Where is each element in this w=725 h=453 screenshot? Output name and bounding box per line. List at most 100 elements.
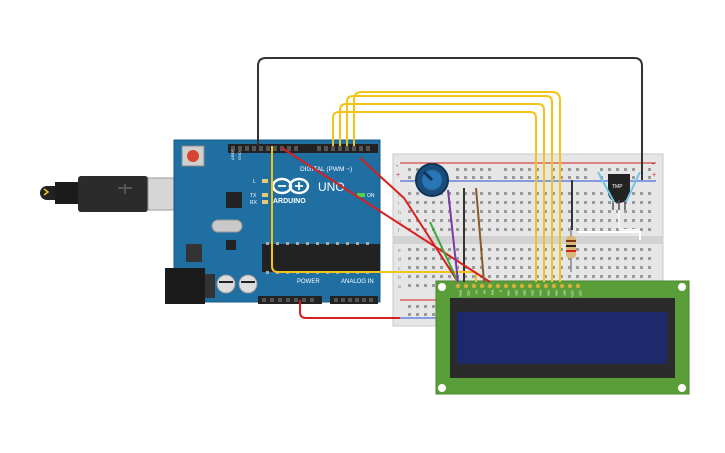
breadboard-hole[interactable] (624, 168, 627, 171)
breadboard-hole[interactable] (552, 275, 555, 278)
breadboard-hole[interactable] (592, 219, 595, 222)
breadboard-hole[interactable] (648, 168, 651, 171)
breadboard-hole[interactable] (600, 210, 603, 213)
breadboard-hole[interactable] (520, 176, 523, 179)
breadboard-hole[interactable] (416, 275, 419, 278)
breadboard-hole[interactable] (608, 275, 611, 278)
breadboard-hole[interactable] (472, 176, 475, 179)
breadboard-hole[interactable] (408, 201, 411, 204)
breadboard-hole[interactable] (560, 192, 563, 195)
breadboard-hole[interactable] (472, 266, 475, 269)
breadboard-hole[interactable] (456, 228, 459, 231)
breadboard-hole[interactable] (456, 210, 459, 213)
breadboard-hole[interactable] (592, 192, 595, 195)
breadboard-hole[interactable] (408, 210, 411, 213)
breadboard-hole[interactable] (512, 176, 515, 179)
breadboard-hole[interactable] (432, 257, 435, 260)
breadboard-hole[interactable] (536, 275, 539, 278)
breadboard-hole[interactable] (432, 266, 435, 269)
lcd-pin[interactable] (463, 283, 469, 289)
breadboard-hole[interactable] (584, 275, 587, 278)
lcd-pin[interactable] (551, 283, 557, 289)
breadboard-hole[interactable] (496, 266, 499, 269)
breadboard-hole[interactable] (440, 219, 443, 222)
breadboard-hole[interactable] (592, 248, 595, 251)
breadboard-hole[interactable] (504, 257, 507, 260)
breadboard-hole[interactable] (632, 176, 635, 179)
breadboard-hole[interactable] (464, 257, 467, 260)
breadboard-hole[interactable] (568, 257, 571, 260)
breadboard-hole[interactable] (560, 176, 563, 179)
breadboard-hole[interactable] (584, 248, 587, 251)
breadboard-hole[interactable] (464, 248, 467, 251)
breadboard-hole[interactable] (536, 201, 539, 204)
breadboard-hole[interactable] (496, 210, 499, 213)
breadboard-hole[interactable] (440, 248, 443, 251)
breadboard-hole[interactable] (544, 228, 547, 231)
breadboard-hole[interactable] (560, 266, 563, 269)
breadboard-hole[interactable] (616, 257, 619, 260)
breadboard-hole[interactable] (624, 275, 627, 278)
breadboard-hole[interactable] (544, 248, 547, 251)
breadboard-hole[interactable] (448, 219, 451, 222)
breadboard-hole[interactable] (640, 257, 643, 260)
breadboard-hole[interactable] (448, 248, 451, 251)
power-jack[interactable] (165, 268, 205, 304)
breadboard-hole[interactable] (576, 168, 579, 171)
breadboard-hole[interactable] (464, 201, 467, 204)
breadboard-hole[interactable] (592, 201, 595, 204)
breadboard-hole[interactable] (432, 201, 435, 204)
breadboard-hole[interactable] (448, 228, 451, 231)
analog-header[interactable] (330, 296, 378, 304)
breadboard-hole[interactable] (584, 228, 587, 231)
breadboard-hole[interactable] (568, 275, 571, 278)
breadboard-hole[interactable] (584, 257, 587, 260)
breadboard-hole[interactable] (504, 266, 507, 269)
breadboard-hole[interactable] (496, 201, 499, 204)
breadboard-hole[interactable] (424, 219, 427, 222)
breadboard-hole[interactable] (488, 210, 491, 213)
breadboard-hole[interactable] (608, 266, 611, 269)
arduino-uno-board[interactable]: DIGITAL (PWM ~) AREF GND ARDUINO UNO ON … (165, 139, 381, 304)
breadboard-hole[interactable] (560, 201, 563, 204)
breadboard-hole[interactable] (536, 228, 539, 231)
breadboard-hole[interactable] (480, 210, 483, 213)
breadboard-hole[interactable] (408, 266, 411, 269)
breadboard-hole[interactable] (488, 192, 491, 195)
breadboard-hole[interactable] (424, 284, 427, 287)
breadboard-hole[interactable] (536, 168, 539, 171)
breadboard-hole[interactable] (568, 201, 571, 204)
breadboard-hole[interactable] (544, 275, 547, 278)
breadboard-hole[interactable] (568, 168, 571, 171)
breadboard-hole[interactable] (440, 266, 443, 269)
breadboard-hole[interactable] (616, 228, 619, 231)
lcd-pin[interactable] (519, 283, 525, 289)
breadboard-hole[interactable] (488, 219, 491, 222)
breadboard-hole[interactable] (488, 275, 491, 278)
breadboard-hole[interactable] (624, 248, 627, 251)
breadboard-hole[interactable] (432, 210, 435, 213)
breadboard-hole[interactable] (560, 257, 563, 260)
breadboard-hole[interactable] (472, 168, 475, 171)
breadboard-hole[interactable] (560, 275, 563, 278)
breadboard-hole[interactable] (632, 266, 635, 269)
breadboard-hole[interactable] (608, 168, 611, 171)
breadboard-hole[interactable] (440, 275, 443, 278)
breadboard-hole[interactable] (600, 228, 603, 231)
breadboard-hole[interactable] (512, 168, 515, 171)
lcd-pin[interactable] (543, 283, 549, 289)
breadboard-hole[interactable] (584, 219, 587, 222)
breadboard-hole[interactable] (608, 210, 611, 213)
breadboard-hole[interactable] (568, 192, 571, 195)
lcd-pin[interactable] (535, 283, 541, 289)
breadboard-hole[interactable] (464, 228, 467, 231)
breadboard-hole[interactable] (592, 210, 595, 213)
breadboard-hole[interactable] (648, 201, 651, 204)
breadboard-hole[interactable] (408, 192, 411, 195)
breadboard-hole[interactable] (512, 201, 515, 204)
breadboard-hole[interactable] (456, 266, 459, 269)
breadboard-hole[interactable] (416, 192, 419, 195)
breadboard-hole[interactable] (616, 248, 619, 251)
lcd-pin[interactable] (487, 283, 493, 289)
lcd-pin[interactable] (479, 283, 485, 289)
